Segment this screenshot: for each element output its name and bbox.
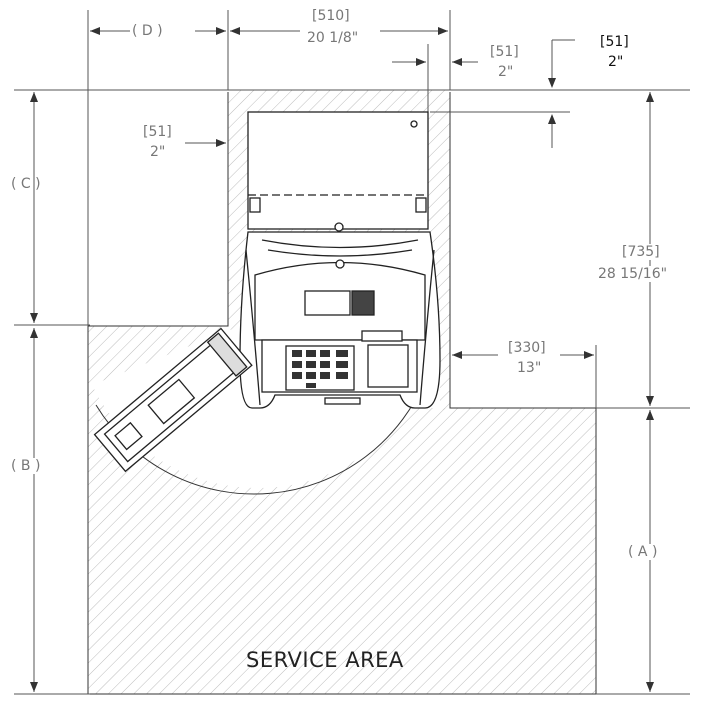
gap-left-mm-label: [51] <box>143 124 172 140</box>
keypad-keys <box>292 350 348 388</box>
depth-mm-label: [735] <box>622 244 660 260</box>
width-in-label: 20 1/8" <box>307 30 359 46</box>
side-in-label: 13" <box>517 360 542 376</box>
width-mm-label: [510] <box>312 8 350 24</box>
zone-outlines <box>87 92 597 695</box>
open-door-panel <box>93 327 253 473</box>
gap-top-in-label: 2" <box>608 54 624 70</box>
arrowheads <box>30 27 654 692</box>
gap-right-mm-label: [51] <box>490 44 519 60</box>
gap-right-in-label: 2" <box>498 64 514 80</box>
dimension-b-label: ( B ) <box>11 458 41 474</box>
dimension-c-label: ( C ) <box>11 176 41 192</box>
side-mm-label: [330] <box>508 340 546 356</box>
dimension-a-label: ( A ) <box>628 544 658 560</box>
gap-left-in-label: 2" <box>150 144 166 160</box>
atm-machine <box>239 111 441 409</box>
dimension-d-label: ( D ) <box>132 23 163 39</box>
service-area-label: SERVICE AREA <box>246 648 404 672</box>
depth-in-label: 28 15/16" <box>598 266 668 282</box>
gap-top-mm-label: [51] <box>600 34 629 50</box>
